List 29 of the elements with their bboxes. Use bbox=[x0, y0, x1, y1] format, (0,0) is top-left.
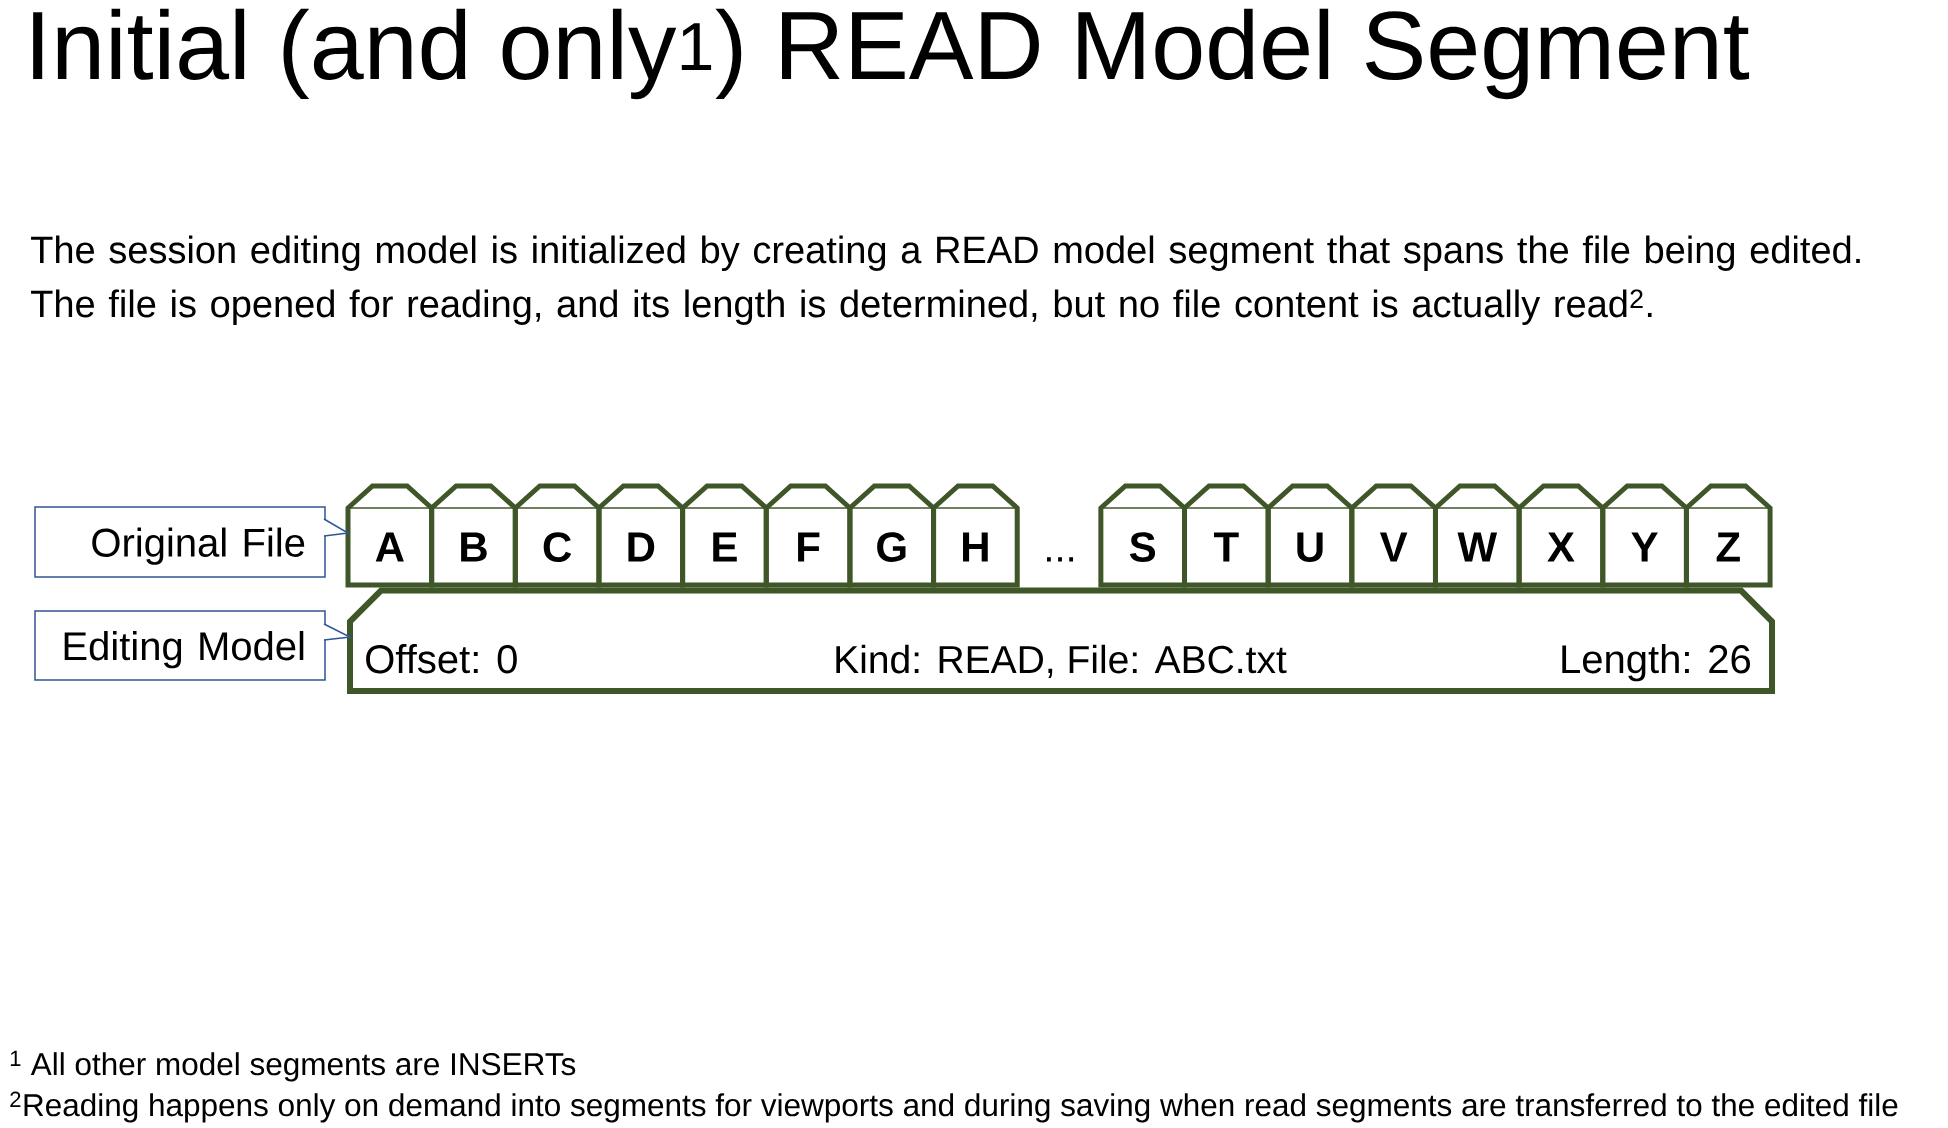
letter-tile: B bbox=[429, 483, 518, 588]
letter-tile: C bbox=[512, 483, 602, 588]
letter-tile: G bbox=[847, 483, 937, 588]
callout-pointer bbox=[323, 623, 353, 641]
description-text: The session editing model is initialized by creating a READ model segment that spans the file being edited. The file is opened for reading, and its length is determined, but no file content is actually read$^{2}$. bbox=[31, 235, 1860, 325]
letter-tile: H bbox=[931, 483, 1020, 588]
segment-box bbox=[347, 587, 1775, 694]
letter-tile: W bbox=[1432, 483, 1522, 588]
letter-tile: X bbox=[1516, 483, 1606, 588]
callout-pointer bbox=[323, 518, 351, 537]
offset-label: Offset: 0 bbox=[366, 644, 517, 674]
letter-tile: D bbox=[596, 483, 686, 588]
callout-box: Original File bbox=[34, 506, 326, 578]
letter-tile: U bbox=[1265, 483, 1355, 588]
slide-title: Initial (and only$^{1}$) READ Model Segment bbox=[33, 8, 1750, 100]
letter-tile: V bbox=[1349, 483, 1438, 588]
segment-label: Kind: READ, File: ABC.txt bbox=[836, 644, 1287, 678]
letter-tile: T bbox=[1182, 483, 1271, 588]
footnote: $^{1}$ All other model segments are INSERTs bbox=[10, 1050, 576, 1082]
footnote: $^{2}$Reading happens only on demand into segments for viewports and during saving when read segments are transferred to the edited file bbox=[10, 1091, 1898, 1123]
letter-tile: A bbox=[345, 483, 435, 588]
letter-tile: Y bbox=[1600, 483, 1689, 588]
ellipsis: ... bbox=[1047, 557, 1074, 562]
letter-tile: F bbox=[763, 483, 853, 588]
letter-tile: S bbox=[1098, 483, 1187, 588]
length-label: Length: 26 bbox=[1562, 644, 1750, 682]
letter-tile: E bbox=[680, 483, 769, 588]
callout-box: Editing Model bbox=[34, 610, 326, 681]
letter-tile: Z bbox=[1683, 483, 1773, 588]
